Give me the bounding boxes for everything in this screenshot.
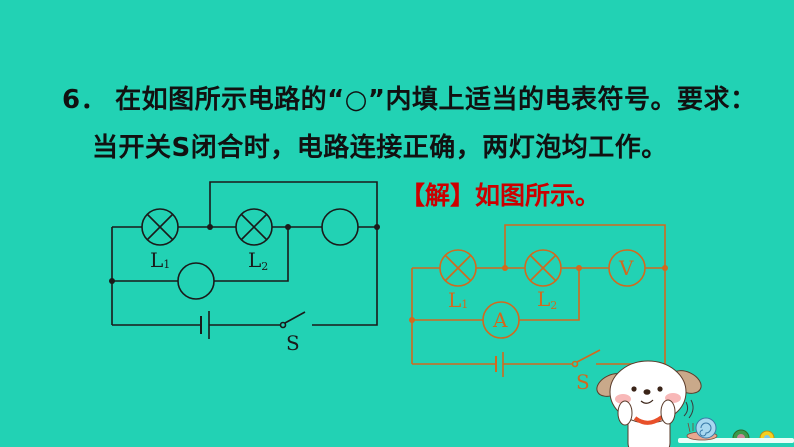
empty-meter-top-icon — [321, 208, 359, 246]
switch-label: S — [576, 370, 590, 394]
question-line-2: 当开关S闭合时，电路连接正确，两灯泡均工作。 — [92, 133, 668, 163]
lamp-l1-label: L1 — [448, 288, 468, 312]
snail-icon — [686, 417, 718, 441]
lamp-l2-label: L2 — [537, 287, 557, 312]
switch-label: S — [286, 331, 300, 355]
ammeter-icon — [482, 301, 520, 339]
ammeter-label: A — [492, 308, 508, 332]
green-ring-icon — [732, 429, 750, 439]
yellow-ring-icon — [759, 430, 775, 439]
lamp-l2-icon — [524, 249, 562, 287]
question-text-1: 在如图所示电路的“○”内填上适当的电表符号。要求： — [115, 85, 757, 115]
lamp-l2-label: L2 — [248, 248, 268, 273]
voltmeter-icon — [608, 249, 646, 287]
empty-meter-middle-icon — [177, 262, 215, 300]
answer-heading: 【解】如图所示。 — [400, 181, 601, 210]
switch-pivot-icon — [571, 360, 579, 368]
lamp-l1-icon — [141, 208, 179, 246]
switch-pivot-icon — [279, 321, 287, 329]
question-number: 6． — [62, 85, 108, 115]
lamp-l1-label: L1 — [150, 248, 170, 272]
lamp-l1-icon — [439, 249, 477, 287]
voltmeter-label: V — [618, 256, 634, 280]
question-line-1: 6．在如图所示电路的“○”内填上适当的电表符号。要求： — [62, 85, 756, 115]
lamp-l2-icon — [235, 208, 273, 246]
question-text-2: 当开关S闭合时，电路连接正确，两灯泡均工作。 — [92, 133, 668, 163]
